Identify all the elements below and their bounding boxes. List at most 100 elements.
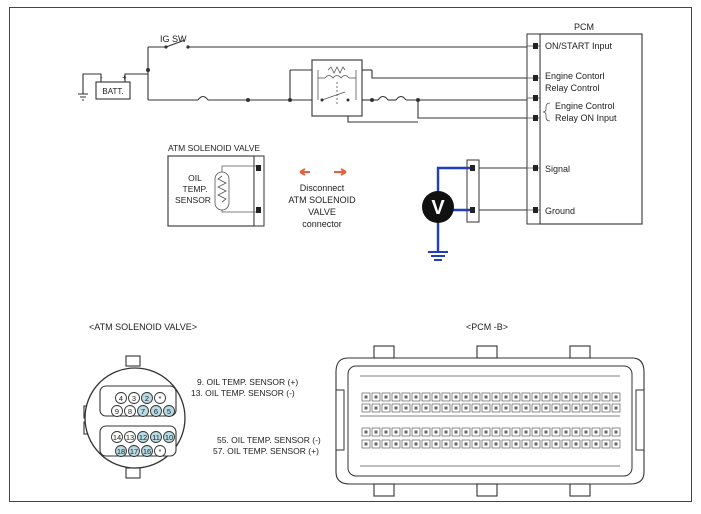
disconnect-line-1: Disconnect [300, 183, 345, 193]
disconnect-note: Disconnect ATM SOLENOID VALVE connector [288, 168, 356, 229]
pcm-b-pin-mark [514, 430, 518, 434]
relay-coil-icon [324, 75, 350, 79]
atm-pin-label: 13 [126, 433, 134, 442]
atm-pin-8 [124, 405, 136, 417]
atm-pin-11 [150, 431, 162, 443]
atm-pin-label: 17 [130, 447, 138, 456]
pcm-b-pin-mark [374, 395, 378, 399]
pcm-b-pin-mark [604, 406, 608, 410]
atm-pin-7 [137, 405, 149, 417]
atm-pin-label: 14 [113, 433, 121, 442]
atm-pin-6 [150, 405, 162, 417]
atm-callout-pin9: 9. OIL TEMP. SENSOR (+) [197, 377, 298, 387]
pcm-b-pin-mark [414, 406, 418, 410]
pcm-b-pin-mark [484, 406, 488, 410]
pcm-b-pin-mark [394, 395, 398, 399]
pcm-b-pin-mark [384, 395, 388, 399]
pcm-b-pin-mark [594, 430, 598, 434]
atm-pin-12 [137, 431, 149, 443]
pcm-pin-on-start [533, 43, 538, 49]
atm-pin-4 [115, 392, 127, 404]
atm-callout-pin13: 13. OIL TEMP. SENSOR (-) [191, 388, 295, 398]
fuse-3-icon [395, 95, 407, 101]
pcm-b-pin-mark [544, 406, 548, 410]
pcm-b-pin-mark [404, 442, 408, 446]
pcm-pin-relay-on-1 [533, 95, 538, 101]
atm-pin-9 [111, 405, 123, 417]
pcm-b-pin-mark [574, 442, 578, 446]
pcm-b-pin-mark [534, 395, 538, 399]
pcm-b-pin-mark [494, 395, 498, 399]
pcm-b-pin-mark [574, 430, 578, 434]
atm-pin-label: 8 [128, 407, 132, 416]
pcm-b-pin-mark [504, 442, 508, 446]
disconnect-line-3: VALVE [308, 207, 336, 217]
atm-pin-14 [111, 431, 123, 443]
pcm-pin-label-ground: Ground [545, 206, 575, 216]
pcm-b-pin-mark [434, 395, 438, 399]
atm-pin-label: 9 [115, 407, 119, 416]
pcm-box [539, 33, 643, 225]
pcm-connector-strip [526, 33, 541, 225]
pcm-title: PCM [574, 22, 594, 32]
pcm-b-pin-mark [554, 442, 558, 446]
atm-pin-label: * [159, 447, 162, 456]
pcm-b-pin-mark [474, 406, 478, 410]
relay-resistor-icon [327, 66, 346, 74]
pcm-b-pin-mark [494, 442, 498, 446]
pcm-b-pin-mark [614, 442, 618, 446]
atm-pin-18 [115, 445, 127, 457]
probe-wire-signal [436, 166, 470, 192]
atm-pin-16 [141, 445, 153, 457]
pcm-b-pin-mark [564, 442, 568, 446]
pcm-b-pin-mark [474, 395, 478, 399]
pcm-pin-label-on-start: ON/START Input [545, 41, 613, 51]
pcm-b-pin-mark [454, 442, 458, 446]
engine-control-relay [311, 59, 363, 117]
atm-pin-label: 6 [154, 407, 158, 416]
pcm-b-pin-mark [424, 395, 428, 399]
pcm-b-pin-mark [414, 442, 418, 446]
pcm-b-pin-mark [394, 442, 398, 446]
pcm-b-pin-mark [434, 406, 438, 410]
arrow-left-icon [299, 168, 310, 176]
pcm-b-pin-mark [374, 406, 378, 410]
pcm-b-pin-mark [514, 442, 518, 446]
disconnect-line-4: connector [302, 219, 342, 229]
pcm-pin-label-engine-control: Engine Control [555, 101, 615, 111]
pcm-b-pin-mark [464, 430, 468, 434]
pcm-b-pin-mark [454, 395, 458, 399]
pcm-b-pin-mark [404, 395, 408, 399]
pcm-pin-ground [533, 207, 538, 213]
pcm-b-pin-mark [454, 430, 458, 434]
atm-pin-label: 4 [119, 394, 123, 403]
battery-box [95, 81, 131, 100]
pcm-pin-label-engine-contorl: Engine Contorl [545, 71, 605, 81]
pcm-b-pin-mark [584, 406, 588, 410]
atm-valve-connector [253, 155, 265, 227]
atm-pin-label: 10 [165, 433, 173, 442]
pcm-b-pin-mark [564, 430, 568, 434]
sensor-label-line-3: SENSOR [175, 195, 211, 205]
atm-pin-10 [163, 431, 175, 443]
pcm-b-pin-mark [424, 406, 428, 410]
pcm-b-pin-mark [504, 406, 508, 410]
pcm-b-pin-mark [514, 395, 518, 399]
pcm-b-pin-mark [524, 395, 528, 399]
pcm-b-pin-mark [374, 430, 378, 434]
pcm-b-pin-mark [554, 395, 558, 399]
pcm-pin-label-relay-on-input: Relay ON Input [555, 113, 617, 123]
atm-valve-box [167, 155, 255, 227]
pcm-b-pin-mark [484, 430, 488, 434]
voltmeter-test: V [422, 159, 527, 261]
pcm-b-pin-mark [604, 430, 608, 434]
ig-sw-blade [165, 39, 186, 48]
pcm-b-pin-mark [374, 442, 378, 446]
battery-label: BATT. [102, 87, 123, 96]
pcm-b-connector [335, 345, 645, 497]
test-connector [466, 159, 480, 223]
atm-pin-5 [163, 405, 175, 417]
atm-pin-17 [128, 445, 140, 457]
atm-pin-label: 3 [132, 394, 136, 403]
